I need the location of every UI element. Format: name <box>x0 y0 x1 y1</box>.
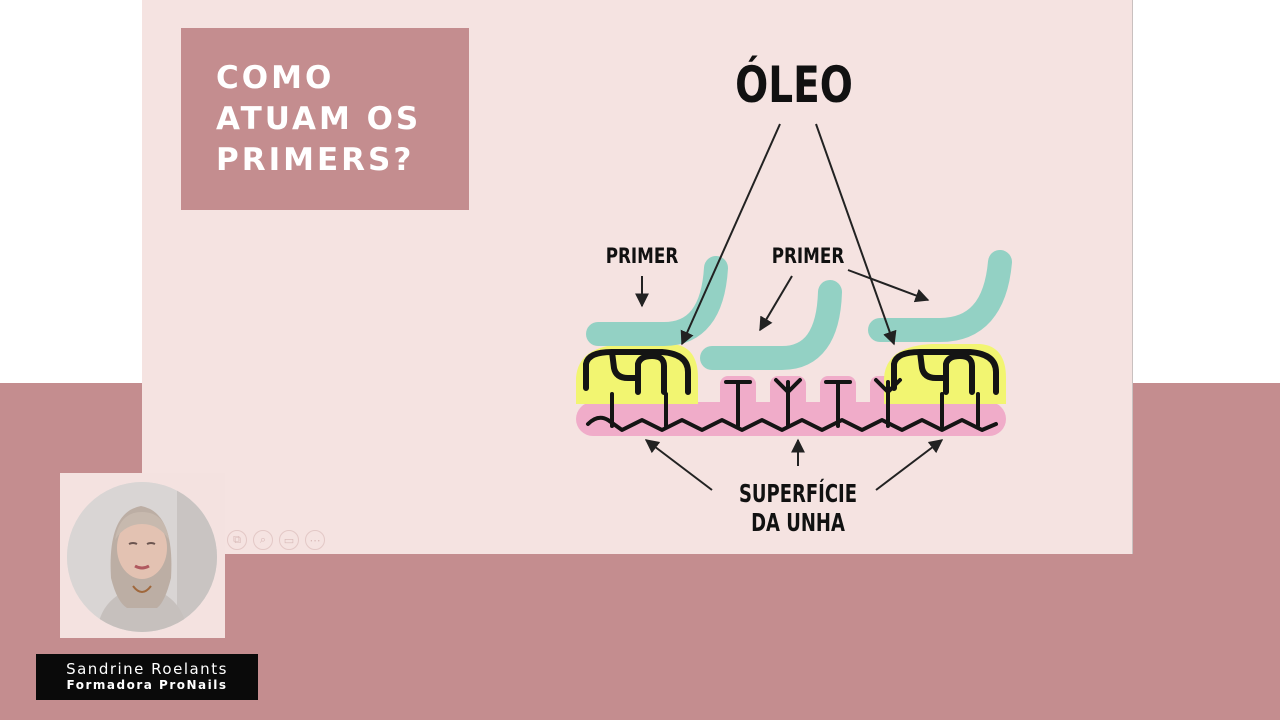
primer-molecules <box>583 349 999 395</box>
oil-molecules <box>586 250 1012 370</box>
zoom-icon[interactable]: ⌕ <box>253 530 273 550</box>
presenter-name: Sandrine Roelants <box>66 660 228 678</box>
nail-surface-label-line1: SUPERFÍCIE <box>739 479 857 509</box>
presenter-silhouette <box>67 482 217 632</box>
nail-surface-label-line2: DA UNHA <box>751 509 845 538</box>
primer-diagram: ÓLEO PRIMER PRIMER SUPERFÍCIE DA UNHA <box>576 55 1012 538</box>
presenter-webcam <box>60 473 225 638</box>
more-icon[interactable]: ⋯ <box>305 530 325 550</box>
oil-label: ÓLEO <box>735 55 853 114</box>
presenter-name-card: Sandrine Roelants Formadora ProNails <box>36 654 258 700</box>
copy-icon[interactable]: ⧉ <box>227 530 247 550</box>
presentation-slide: COMO ATUAM OS PRIMERS? <box>142 0 1133 554</box>
title-box: COMO ATUAM OS PRIMERS? <box>181 28 469 210</box>
presenter-role: Formadora ProNails <box>66 678 228 692</box>
screen-icon[interactable]: ▭ <box>279 530 299 550</box>
primer-label-left: PRIMER <box>606 244 679 268</box>
presenter-avatar <box>67 482 217 632</box>
slide-title: COMO ATUAM OS PRIMERS? <box>216 60 422 178</box>
primer-label-right: PRIMER <box>772 244 845 268</box>
diagram-arrows <box>635 123 944 491</box>
nail-surface-lines <box>586 378 998 432</box>
slide-controls: ⧉ ⌕ ▭ ⋯ <box>227 530 325 550</box>
